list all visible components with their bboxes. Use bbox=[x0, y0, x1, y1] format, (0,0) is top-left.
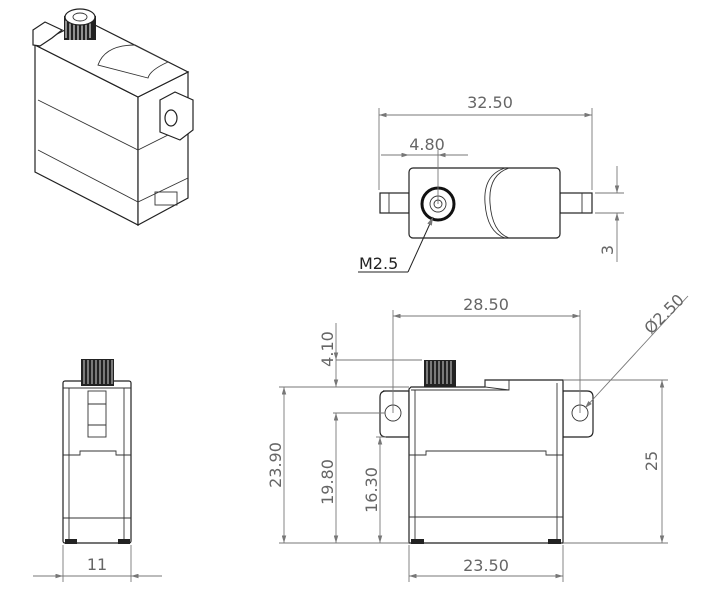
dim-body-height: 25 bbox=[642, 451, 661, 471]
dim-total-height: 23.90 bbox=[266, 442, 285, 488]
side-view: 11 bbox=[33, 359, 162, 582]
isometric-view bbox=[32, 8, 194, 227]
top-view: 32.50 4.80 3 M2.5 bbox=[358, 93, 624, 273]
dim-tab-bottom-height: 16.30 bbox=[362, 467, 381, 513]
dim-side-width: 11 bbox=[87, 555, 107, 574]
spline-gear-front bbox=[424, 360, 456, 387]
front-view: 28.50 Ø2.50 25 23.50 23.90 19.80 16.30 4… bbox=[266, 290, 689, 582]
dim-hole-to-bottom: 19.80 bbox=[318, 459, 337, 505]
dim-spline-height: 4.10 bbox=[318, 331, 337, 367]
mount-hole-icon bbox=[164, 109, 178, 127]
spline-gear-side bbox=[81, 359, 114, 386]
dim-overall-width: 32.50 bbox=[467, 93, 513, 112]
spline-gear bbox=[64, 8, 96, 40]
dim-body-width: 23.50 bbox=[463, 556, 509, 575]
dim-hole-diameter: Ø2.50 bbox=[640, 290, 688, 338]
dim-tab-thickness: 3 bbox=[598, 245, 617, 255]
dim-hole-spacing: 28.50 bbox=[463, 295, 509, 314]
dim-shaft-offset: 4.80 bbox=[409, 135, 445, 154]
thread-callout: M2.5 bbox=[359, 254, 398, 273]
